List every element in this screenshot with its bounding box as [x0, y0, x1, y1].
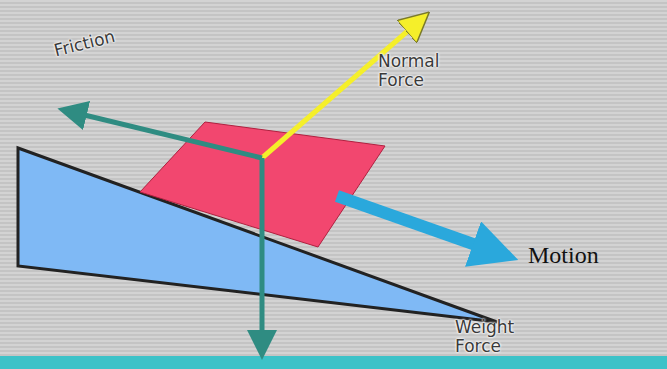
friction-arrow [72, 112, 262, 158]
motion-arrow [337, 196, 490, 250]
weight-arrow [260, 158, 265, 345]
force-label: Weight Force [455, 318, 535, 355]
motion-label: Motion [528, 242, 599, 268]
force-label: Normal Force [378, 52, 458, 89]
force-label: Friction [52, 27, 117, 60]
bottom-bar [0, 356, 667, 369]
normal-force-arrow [262, 22, 418, 158]
